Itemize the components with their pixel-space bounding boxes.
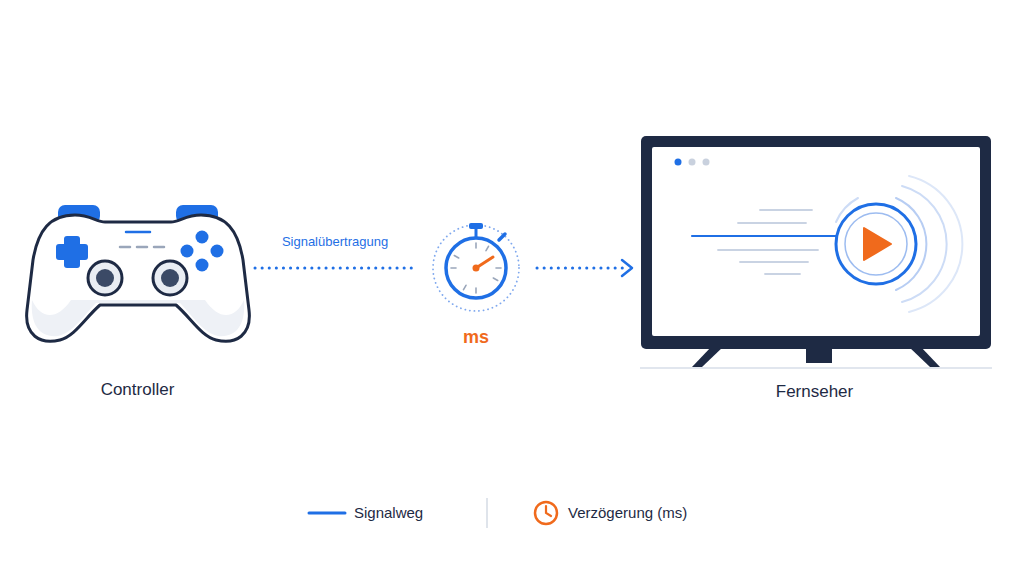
illustrated-node: Controller: [20, 195, 255, 405]
analog-stick-cap: [161, 269, 179, 287]
stopwatch-ticks: [451, 243, 501, 293]
stopwatch-face: [446, 238, 506, 298]
face-button: [211, 245, 224, 258]
legend-line-sample: [309, 512, 345, 515]
face-button: [196, 231, 209, 244]
signal-line: [692, 235, 836, 237]
center-mark: [126, 231, 150, 234]
window-dot: [675, 159, 682, 166]
node-caption: Controller: [20, 380, 255, 400]
illustrated-node: Fernseher: [632, 130, 997, 405]
menu-button: [137, 246, 147, 249]
window-dot: [703, 159, 710, 166]
dotted-line: [537, 267, 628, 270]
speed-lines: [718, 210, 818, 274]
analog-stick-cap: [96, 269, 114, 287]
menu-button: [120, 246, 130, 249]
dpad: [56, 244, 88, 260]
stopwatch-button: [499, 234, 505, 240]
signal-connector: [255, 268, 415, 269]
illustrated-node: ms: [415, 205, 537, 355]
floor-line: [640, 367, 992, 369]
signal-waves: [836, 176, 962, 312]
dotted-line: [255, 267, 415, 270]
node-caption: Fernseher: [632, 382, 997, 402]
menu-button: [154, 246, 164, 249]
play-icon: [864, 228, 891, 260]
clock-face: [535, 502, 557, 524]
analog-stick: [153, 261, 187, 295]
tv-screen: [652, 147, 980, 336]
analog-stick: [88, 261, 122, 295]
tv-foot: [692, 346, 724, 367]
face-button: [196, 259, 209, 272]
signal-connector: [537, 260, 632, 276]
legend-text: Verzögerung (ms): [568, 504, 687, 521]
tv-foot: [908, 346, 940, 367]
edge-label: Signalübertragung: [282, 234, 388, 249]
stopwatch-crown: [469, 223, 483, 229]
arrow-head: [622, 260, 632, 276]
tv-illustration: [632, 130, 997, 405]
play-inner-ring: [845, 213, 907, 275]
delay-unit: ms: [415, 327, 537, 348]
tv-frame: [641, 136, 991, 349]
dotted-ring: [433, 225, 519, 311]
face-button: [181, 245, 194, 258]
play-ring: [836, 204, 916, 284]
gamepad-shading: [32, 300, 245, 336]
stopwatch-pivot: [473, 265, 480, 272]
legend-separator: [486, 498, 488, 528]
legend-text: Signalweg: [354, 504, 423, 521]
clock-hands: [546, 506, 551, 516]
window-dot: [689, 159, 696, 166]
gamepad-body: [27, 215, 250, 341]
legend-clock-sample: [535, 502, 557, 524]
gamepad-illustration: [20, 195, 255, 405]
